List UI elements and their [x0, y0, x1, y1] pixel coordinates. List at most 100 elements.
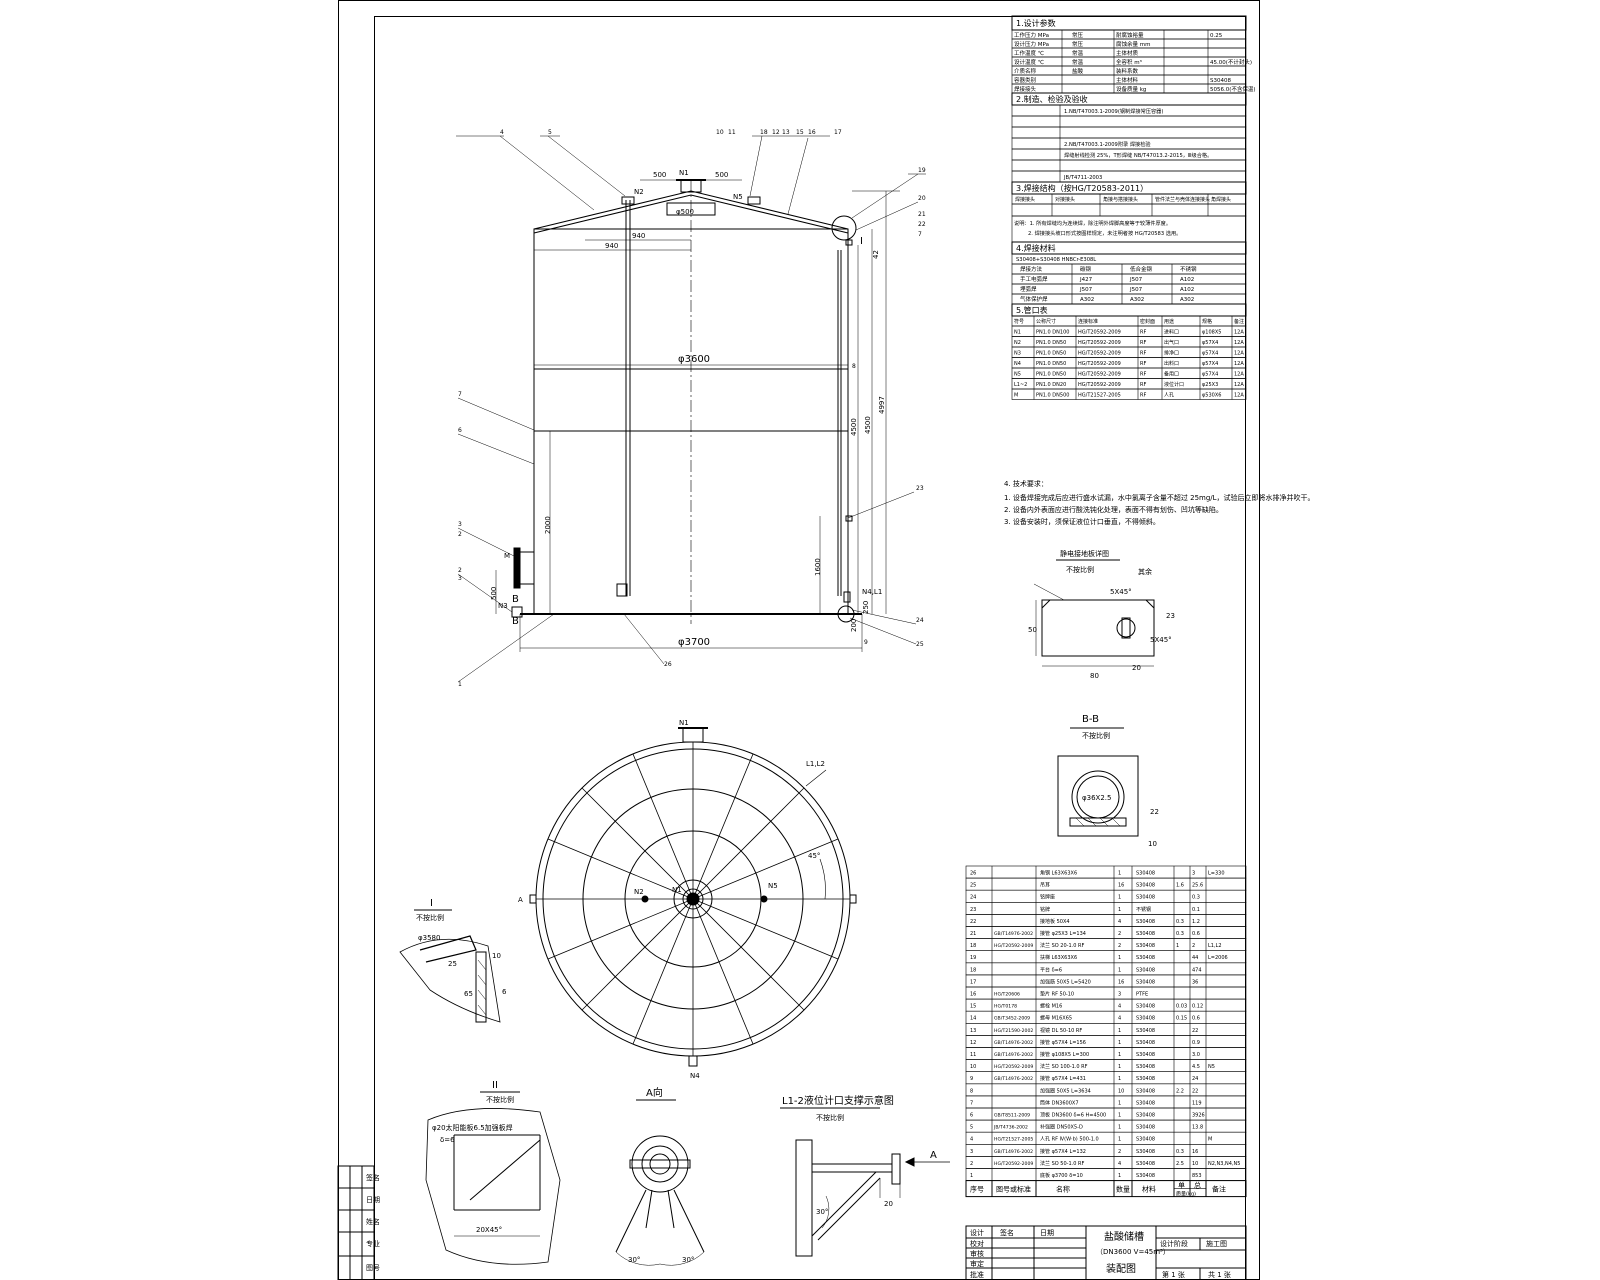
- parts-cell: 接管 φ108X5 L=300: [1040, 1051, 1089, 1058]
- parts-cell: 21: [970, 931, 976, 937]
- parts-header: 图号或标准: [996, 1185, 1031, 1194]
- detail-a-angle-1: 30°: [628, 1256, 640, 1264]
- tb-stage-value: 施工图: [1206, 1239, 1227, 1248]
- parts-cell: 1: [1118, 1173, 1121, 1179]
- parts-cell: 0.03: [1176, 1004, 1187, 1010]
- parts-cell: S30408: [1136, 1028, 1155, 1034]
- detail-I-circle: [831, 215, 857, 241]
- parts-cell: 4: [1118, 1016, 1121, 1022]
- parts-cell: 16: [1118, 883, 1124, 889]
- nozzle-cell: N3: [1014, 351, 1021, 357]
- detail-l-dim: 20: [884, 1200, 893, 1208]
- welding-material-cell: J427: [1079, 277, 1093, 283]
- detail-L-support: L1-2液位计口支撑示意图 不按比例 30° 20 A: [780, 1094, 950, 1257]
- manufacture-row: 2.NB/T47003.1-2009附录 焊接检验: [1064, 140, 1151, 148]
- parts-cell: 4: [1118, 919, 1121, 925]
- design-param-value-2: 45.00(不计封头): [1210, 58, 1252, 66]
- detail-ii-note: φ20太阳能板6.5加强板焊: [432, 1123, 513, 1132]
- label-n5: N5: [733, 193, 743, 201]
- parts-cell: 垫片 RF 50-10: [1040, 991, 1074, 998]
- dim-base-diameter: φ3700: [678, 637, 710, 648]
- dim-h-shell: 4500: [864, 416, 872, 434]
- nozzle-table-title: 5.管口表: [1016, 305, 1048, 315]
- parts-cell: 16: [1192, 1149, 1198, 1155]
- dim-low2: 200: [850, 619, 858, 632]
- label-detail-i: I: [860, 236, 863, 247]
- parts-cell: 0.9: [1192, 1040, 1200, 1046]
- welding-material-cell: A302: [1080, 297, 1094, 303]
- plan-label-6: N1: [672, 886, 682, 894]
- bb-title: B-B: [1082, 714, 1099, 725]
- design-param-value-2: 0.25: [1210, 33, 1223, 39]
- welding-structure-note-2: 2. 焊接接头坡口形式按图样规定，未注明者按 HG/T20583 选用。: [1028, 229, 1181, 237]
- parts-cell: S30408: [1136, 871, 1155, 877]
- nozzle-cell: N5: [1014, 372, 1021, 378]
- parts-cell: 2.5: [1176, 1161, 1184, 1167]
- parts-cell: 1.2: [1192, 919, 1200, 925]
- strip-label-2: 日期: [366, 1196, 380, 1204]
- svg-text:11: 11: [728, 129, 736, 136]
- nozzle-cell: PN1.0 DN100: [1036, 330, 1069, 336]
- detail-B-B: B-B 不按比例 φ36X2.5 10 22: [1057, 714, 1159, 848]
- plan-label-a: A: [518, 896, 523, 904]
- label-n3: N3: [498, 602, 508, 610]
- tech-item-1: 1. 设备焊接完成后应进行盛水试漏，水中氯离子含量不超过 25mg/L，试验后立…: [1004, 493, 1315, 502]
- parts-cell: 2: [1118, 1149, 1121, 1155]
- parts-cell: S30408: [1136, 1064, 1155, 1070]
- nozzle-cell: φ57X4: [1202, 361, 1218, 367]
- parts-cell: S30408: [1136, 1052, 1155, 1058]
- nozzle-n2: [621, 196, 635, 205]
- nozzle-cell: PN1.0 DN500: [1036, 393, 1069, 399]
- nozzle-cell: 12A: [1234, 372, 1244, 378]
- plan-label-n4: N4: [690, 1072, 700, 1080]
- parts-cell: 2.2: [1176, 1088, 1184, 1094]
- parts-cell: 接管 φ57X4 L=431: [1040, 1075, 1086, 1082]
- design-param-label-2: 主体材料: [1116, 76, 1139, 84]
- parts-cell: 1: [1118, 1113, 1121, 1119]
- nozzle-cell: PN1.0 DN50: [1036, 340, 1066, 346]
- design-param-value: 常压: [1072, 31, 1084, 39]
- svg-text:16: 16: [808, 129, 816, 136]
- design-param-value: 盐酸: [1072, 67, 1084, 75]
- ground-rough: 其余: [1138, 567, 1152, 576]
- parts-cell: GB/T3452-2009: [994, 1016, 1030, 1022]
- label-n1: N1: [679, 169, 689, 177]
- ground-title: 静电接地板详图: [1060, 549, 1109, 558]
- detail-A-view: A向 30° 30°: [615, 1086, 705, 1266]
- nozzle-header: 密封面: [1140, 318, 1155, 325]
- nozzle-cell: N1: [1014, 330, 1021, 336]
- parts-cell: GB/T14976-2002: [994, 1076, 1033, 1082]
- detail-l-angle: 30°: [816, 1208, 828, 1216]
- nozzle-cell: RF: [1140, 361, 1146, 367]
- dim-nozzle-dn: φ500: [676, 208, 694, 216]
- parts-cell: 1: [1118, 1076, 1121, 1082]
- nozzle-cell: PN1.0 DN50: [1036, 361, 1066, 367]
- tb-sheet: 第 1 张: [1162, 1270, 1185, 1279]
- parts-cell: 铭牌座: [1040, 894, 1055, 901]
- parts-cell: 10: [1118, 1088, 1124, 1094]
- parts-cell: S30408: [1136, 1137, 1155, 1143]
- parts-cell: S30408: [1136, 979, 1155, 985]
- plan-ribs: [536, 742, 850, 1056]
- design-param-label-2: 耐腐蚀裕量: [1116, 31, 1144, 39]
- nozzle-header: 连接标准: [1078, 318, 1098, 325]
- svg-text:3: 3: [458, 521, 462, 528]
- parts-cell: 0.6: [1192, 1016, 1200, 1022]
- nozzle-header: 用途: [1164, 318, 1174, 325]
- svg-text:4: 4: [500, 129, 504, 136]
- parts-cell: S30408: [1136, 1149, 1155, 1155]
- parts-cell: 10: [970, 1064, 976, 1070]
- parts-cell: HG/T20606: [994, 992, 1020, 998]
- manufacture-title: 2.制造、检验及验收: [1016, 94, 1088, 104]
- svg-text:17: 17: [834, 129, 842, 136]
- svg-text:5: 5: [548, 129, 552, 136]
- nozzle-cell: RF: [1140, 351, 1146, 357]
- design-param-value: 常压: [1072, 40, 1084, 48]
- nozzle-cell: 人孔: [1164, 392, 1174, 399]
- parts-cell: 0.15: [1176, 1016, 1187, 1022]
- welding-material-cell: 气体保护焊: [1020, 295, 1048, 303]
- parts-cell: 13.8: [1192, 1125, 1203, 1131]
- parts-cell: GB/T14976-2002: [994, 1149, 1033, 1155]
- parts-cell: 吊耳: [1040, 883, 1050, 889]
